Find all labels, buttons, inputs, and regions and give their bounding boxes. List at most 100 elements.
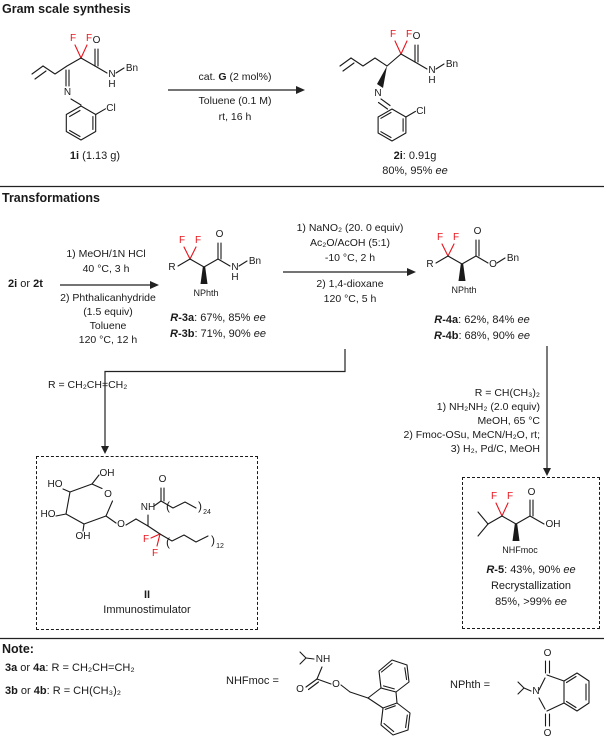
atom-label-H: H (231, 272, 238, 283)
atom-label-F: F (453, 232, 459, 243)
group-label-OH: OH (546, 519, 561, 530)
atom-label-O: O (413, 31, 421, 42)
bonds (177, 242, 248, 284)
compound-3b-label: R-3b: 71%, 90% ee (169, 328, 267, 340)
section-title-transformations: Transformations (2, 191, 100, 205)
atom-label-F: F (86, 33, 92, 44)
atom-label-N: N (428, 65, 435, 76)
atom-label-Cl: Cl (416, 106, 425, 117)
branch-right-cond4: 2) Fmoc-OSu, MeCN/H₂O, rt; (403, 429, 540, 441)
bonds (477, 499, 545, 541)
section-title-gram-scale: Gram scale synthesis (2, 2, 131, 16)
atom-label-F: F (70, 33, 76, 44)
immunostimulator-caption: Immunostimulator (103, 604, 191, 616)
atom-label-N: N (231, 262, 238, 273)
branch-left-elbow-arrow (101, 349, 346, 454)
group-label-HO: HO (48, 479, 63, 490)
step1-cond-bot1: 2) Phthalicanhydride (60, 292, 156, 304)
compound-4b-label: R-4b: 68%, 90% ee (433, 330, 531, 342)
atom-label-N: N (374, 88, 381, 99)
gram-conditions-top: cat. G (2 mol%) (198, 71, 272, 83)
atom-label-O: O (93, 35, 101, 46)
reaction-arrow-gram (168, 86, 305, 94)
group-label-NH: NH (316, 654, 330, 665)
group-label-Bn: Bn (446, 59, 458, 70)
compound-5-yield-label: R-5: 43%, 90% ee (486, 564, 576, 576)
bonds (31, 44, 125, 141)
subscript-24: 24 (203, 509, 211, 516)
group-label-OH: OH (100, 468, 115, 479)
reaction-arrow-step1 (60, 281, 159, 289)
structure-4: R F F O O Bn NPhth (426, 226, 519, 295)
branch-right-cond5: 3) H₂, Pd/C, MeOH (450, 443, 540, 455)
group-label-NH: NH (141, 502, 155, 513)
atom-label-F: F (406, 29, 412, 40)
atom-label-N: N (532, 686, 539, 697)
group-label-NHFmoc: NHFmoc (502, 545, 538, 555)
step1-cond-bot3: Toluene (89, 320, 127, 332)
bonds (299, 651, 411, 736)
structure-R5: F F O OH NHFmoc (477, 487, 561, 555)
recrystallization-yield: 85%, >99% ee (495, 596, 567, 608)
reaction-arrow-step2 (283, 268, 416, 276)
structure-nphth: N O O (517, 648, 590, 739)
structure-1i: F F O N H Bn N Cl (31, 33, 138, 141)
step2-cond-bot2: 120 °C, 5 h (323, 293, 377, 305)
bonds (55, 474, 209, 547)
gram-conditions-time: rt, 16 h (218, 111, 252, 123)
step2-cond-top1: 1) NaNO₂ (20. 0 equiv) (296, 222, 404, 234)
note-title: Note: (2, 642, 34, 656)
nhfmoc-definition-label: NHFmoc = (226, 675, 279, 687)
bracket-close-12: ) (211, 533, 215, 547)
subscript-12: 12 (216, 543, 224, 550)
group-label-R: R (168, 262, 175, 273)
atom-label-O: O (528, 487, 536, 498)
compound-II-label: II (143, 589, 151, 601)
recrystallization-label: Recrystallization (490, 580, 572, 592)
note-line-1: 3a or 4a: R = CH₂CH=CH₂ (5, 662, 135, 674)
compound-1i-label: 1i (1.13 g) (69, 150, 121, 162)
atom-label-Cl: Cl (106, 103, 115, 114)
atom-label-O: O (296, 684, 304, 695)
step1-cond-bot2: (1.5 equiv) (83, 306, 133, 318)
bracket-open-12: ( (166, 535, 170, 549)
atom-label-F: F (390, 29, 396, 40)
structure-2i: F F O N H Bn N Cl (339, 29, 458, 142)
structure-II-immunostimulator: OH HO HO OH O O NH O ( ) 24 F F ( ) 12 (41, 468, 224, 559)
nphth-definition-label: NPhth = (450, 679, 491, 691)
step1-cond-bot4: 120 °C, 12 h (78, 334, 138, 346)
gram-conditions-solvent: Toluene (0.1 M) (198, 95, 272, 107)
atom-label-ring-O: O (104, 489, 112, 500)
group-label-Bn: Bn (507, 253, 519, 264)
compound-3a-label: R-3a: 67%, 85% ee (170, 312, 266, 324)
atom-label-F: F (143, 534, 149, 545)
group-label-Bn: Bn (126, 63, 138, 74)
atom-label-N: N (64, 87, 71, 98)
branch-right-cond1: R = CH(CH₃)₂ (474, 387, 540, 399)
atom-label-H: H (108, 79, 115, 90)
step2-cond-bot1: 2) 1,4-dioxane (316, 278, 384, 290)
branch-right-cond3: MeOH, 65 °C (477, 415, 540, 427)
atom-label-O: O (474, 226, 482, 237)
step1-cond-top2: 40 °C, 3 h (82, 263, 130, 275)
atom-label-O: O (332, 679, 340, 690)
branch-right-cond2: 1) NH₂NH₂ (2.0 equiv) (436, 401, 540, 413)
compound-2i-label: 2i: 0.91g (393, 150, 437, 162)
atom-label-F: F (152, 548, 158, 559)
group-label-NPhth: NPhth (451, 285, 476, 295)
immunostimulator-box (36, 456, 258, 630)
bracket-close-24: ) (198, 499, 202, 513)
bonds (517, 660, 590, 727)
branch-right-down-arrow (543, 346, 551, 476)
bracket-open-24: ( (166, 499, 170, 513)
group-label-OH: OH (76, 531, 91, 542)
group-label-NPhth: NPhth (193, 288, 218, 298)
group-label-HO: HO (41, 509, 56, 520)
bonds (435, 239, 506, 281)
atom-label-N: N (108, 69, 115, 80)
start-materials-label: 2i or 2t (8, 278, 43, 290)
bonds (339, 40, 445, 142)
atom-label-O: O (489, 259, 497, 270)
atom-label-F: F (507, 491, 513, 502)
